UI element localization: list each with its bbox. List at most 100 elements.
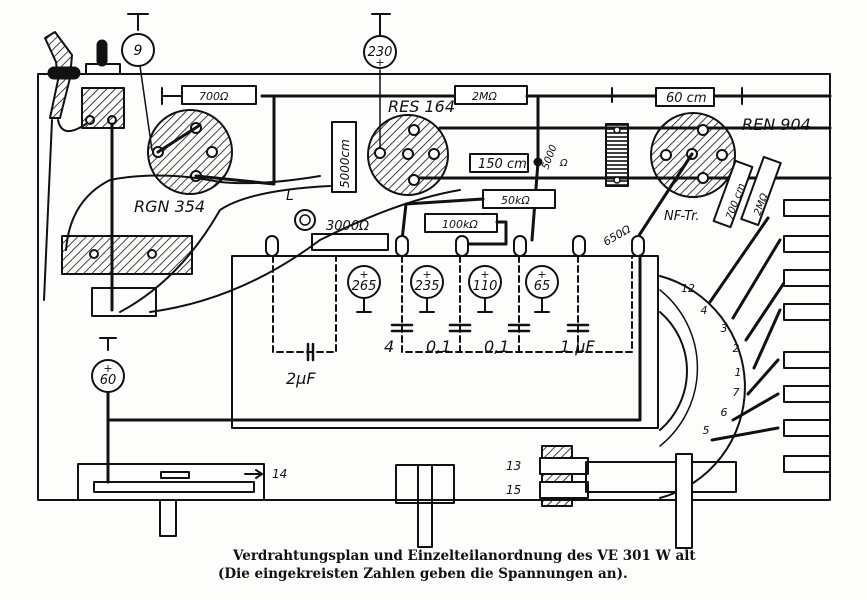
tube-pin [402,148,414,160]
capacitor-150cm [469,153,529,173]
tube-pin [697,124,709,136]
wire [57,119,87,132]
tube-label-rgn354: RGN 354 [134,197,205,216]
ground-symbol [371,13,391,39]
label-700ohm: 700Ω [199,90,229,103]
wire [139,65,153,151]
ground-symbol [611,87,647,103]
label-cap-1uf: 1 μF [560,337,595,356]
wavechange-shaft [675,453,693,549]
volume-control-plate [93,481,255,493]
dial-position-5: 5 [703,424,710,437]
dial-contact-wires [708,216,792,442]
label-nf-transformer: NF-Tr. [664,209,699,224]
dial-inner-arc [659,311,688,431]
voltage-265: 265 [352,279,377,294]
dial-mid-arc [659,289,699,447]
tuning-capacitor [395,464,455,504]
internal-capacitor-leads [272,255,633,353]
arrow-14 [244,469,263,479]
tube-socket-rgn354 [147,109,233,195]
label-5000cm: 5000cm [338,139,352,188]
label-5000ohm: 5000 [540,143,559,171]
nf-transformer-block [605,123,629,187]
dial-position-3: 3 [721,322,728,335]
voltage-sign-60: + [103,362,112,375]
junction [613,126,621,134]
label-cap-2uf: 2μF [286,369,316,388]
caption-title: Verdrahtungsplan und Einzelteilanordnung… [233,548,696,564]
dial-position-7: 7 [733,386,740,399]
voltage-probe-grounds [99,295,550,351]
tube-pin [408,174,420,186]
capacitor-700cm [712,159,754,229]
dial-position-2: 2 [733,342,740,355]
label-100kohm: 100kΩ [442,218,478,231]
slider-rail-bottom [539,481,589,499]
ground-symbol [127,13,149,31]
label-terminal-14: 14 [272,467,287,481]
cable-clamp [47,66,81,80]
resistor-2mohm-right [740,155,782,227]
capacitor-plates [306,323,590,362]
slider-rod [585,461,737,493]
tube-pin [374,147,386,159]
voltage-230: 230 [368,45,393,60]
label-60cm: 60 cm [666,91,707,106]
capacitor-block-lugs [265,235,645,257]
wire [43,119,53,301]
label-terminal-13: 13 [506,459,521,473]
wire [634,152,694,242]
label-150cm: 150 cm [478,157,527,172]
tube-pin [697,172,709,184]
voltage-65: 65 [534,279,551,294]
resistor-3000ohm [311,233,389,251]
label-50kohm: 50kΩ [501,194,530,207]
wire [713,87,743,105]
label-2mohm-top: 2MΩ [472,90,497,103]
tube-pin [206,146,218,158]
label-cap-4: 4 [384,337,394,356]
voltage-sign-110: + [480,268,489,281]
tube-pin [428,148,440,160]
volume-control-shaft [159,499,177,537]
choke [61,235,193,275]
voltage-sign-235: + [422,268,431,281]
antenna-terminals [783,199,831,473]
voltage-sign-65: + [537,268,546,281]
label-terminal-15: 15 [506,483,521,497]
tube-label-res164: RES 164 [388,97,455,116]
label-650ohm: 650Ω [601,222,633,248]
chassis-outline [37,73,831,501]
junction [613,176,621,184]
label-cap-01a: 0,1 [426,337,451,356]
tube-pin [660,149,672,161]
caption-note: (Die eingekreisten Zahlen geben die Span… [218,566,628,582]
dial-position-6: 6 [721,406,728,419]
voltage-235: 235 [415,279,440,294]
voltage-60: 60 [100,373,117,388]
mains-switch-stem [96,39,108,67]
volume-control-knob [160,471,190,479]
bus-wire-bottom [106,254,642,422]
coil-l [294,209,316,231]
voltage-9: 9 [134,43,143,59]
label-coil: L [286,188,294,204]
twisted-wires [65,174,461,313]
tuning-shaft [417,464,433,548]
label-3000ohm: 3000Ω [326,219,369,234]
voltage-sign-230: + [375,56,384,69]
choke-terminal [89,249,99,259]
label-5000ohm-unit: Ω [559,158,568,169]
choke-terminal [147,249,157,259]
dial-outer-arc [659,275,746,499]
capacitor-block [231,255,659,429]
voltage-110: 110 [473,279,498,294]
dial-position-4: 4 [701,304,708,317]
junction [533,157,543,167]
capacitor-5000cm [331,121,357,193]
coil-l-inner [299,214,311,226]
tube-pin [716,149,728,161]
terminal-strip [91,287,157,317]
